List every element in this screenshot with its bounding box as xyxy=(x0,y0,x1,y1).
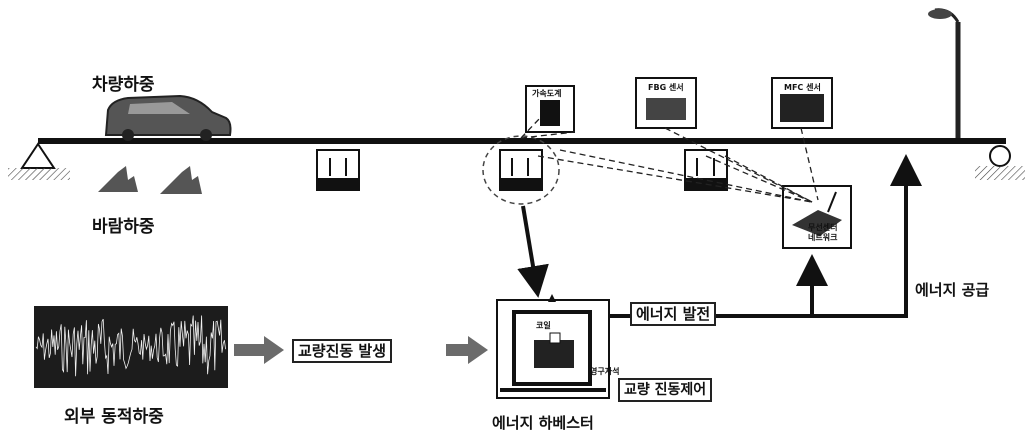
harvester-unit-1 xyxy=(317,150,359,190)
zoom-arrow xyxy=(523,206,537,290)
bridge-deck xyxy=(38,138,1006,144)
energy-harvester-label: 에너지 하베스터 xyxy=(492,412,594,433)
waveform-panel xyxy=(34,306,228,388)
harvester-unit-2 xyxy=(500,150,542,190)
energy-harvester-detail xyxy=(497,294,609,398)
permanent-magnet-label: 영구자석 xyxy=(590,366,619,377)
bridge-vibration-control-label: 교량 진동제어 xyxy=(618,378,712,402)
accelerometer-label: 가속도계 xyxy=(532,88,561,99)
flow-arrow-1 xyxy=(234,336,284,364)
street-lamp xyxy=(928,9,958,138)
flow-arrow-2 xyxy=(446,336,488,364)
fbg-sensor-label: FBG 센서 xyxy=(648,82,684,93)
vehicle xyxy=(106,96,231,141)
right-support xyxy=(975,146,1025,180)
external-dynamic-load-label: 외부 동적하중 xyxy=(64,402,164,427)
wireless-network-label-2: 네트워크 xyxy=(808,232,837,243)
wind-arrows xyxy=(98,166,202,194)
coil-label: 코일 xyxy=(536,320,551,331)
vehicle-load-label: 차량하중 xyxy=(92,70,155,95)
energy-supply-label: 에너지 공급 xyxy=(915,279,989,300)
bridge-vibration-occurrence-label: 교량진동 발생 xyxy=(292,339,392,363)
energy-generation-label: 에너지 발전 xyxy=(630,302,716,326)
mfc-sensor-label: MFC 센서 xyxy=(784,82,821,93)
left-support xyxy=(8,144,70,180)
wind-load-label: 바람하중 xyxy=(92,212,155,237)
